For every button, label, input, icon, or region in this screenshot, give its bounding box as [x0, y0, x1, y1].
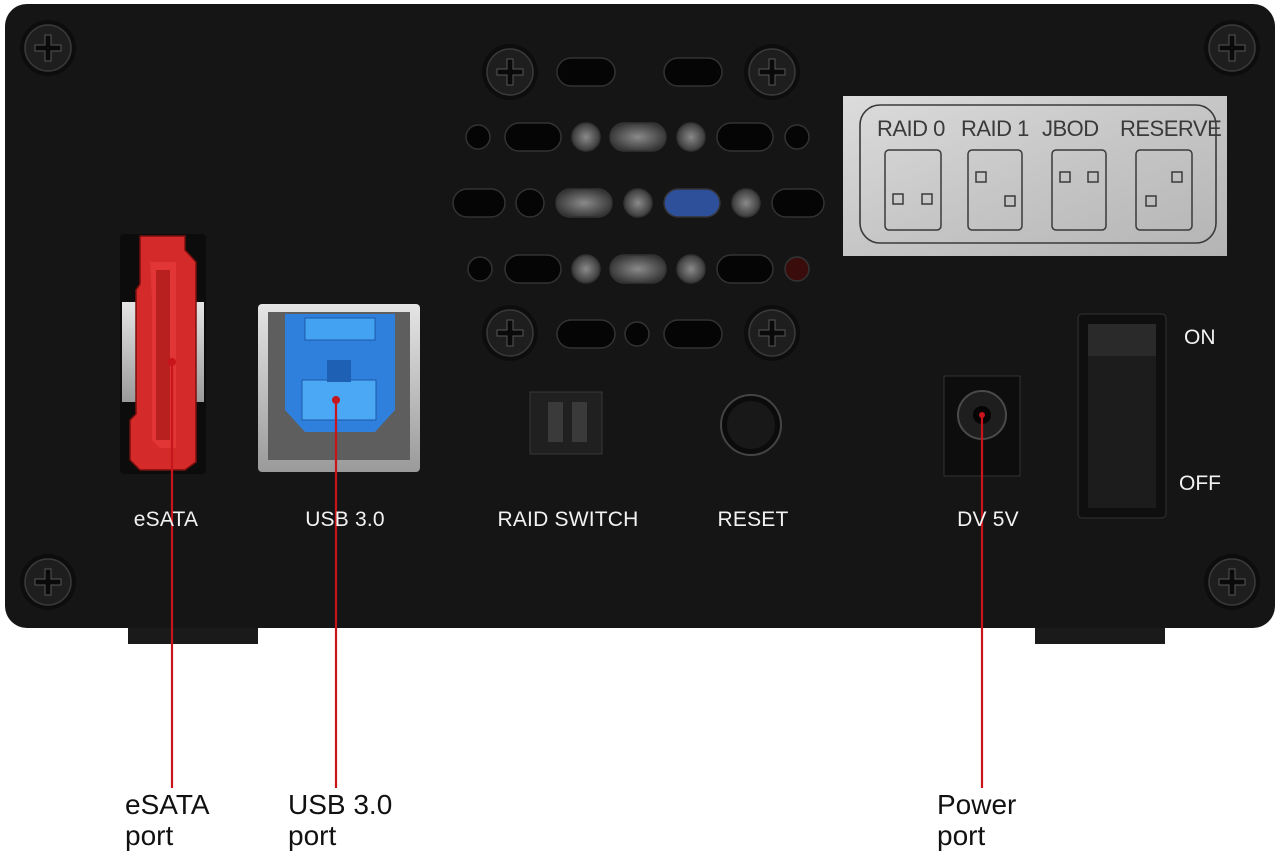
power-port-callout: Power port [937, 789, 1016, 851]
vent-grille [452, 57, 825, 349]
raid-mode-label: JBOD [1042, 116, 1099, 141]
callout-line-1: USB 3.0 [288, 789, 393, 820]
esata-label: eSATA [133, 508, 199, 531]
reset-button [720, 394, 782, 456]
raid-mode-label: RAID 0 [877, 116, 945, 141]
usb-label: USB 3.0 [305, 508, 385, 531]
screw-icon [19, 553, 77, 611]
raid-mode-label: RAID 1 [961, 116, 1029, 141]
usb-port-callout: USB 3.0 port [288, 789, 392, 851]
raid-mode-label: RESERVE [1120, 116, 1222, 141]
reset-label: RESET [717, 508, 789, 531]
esata-port [120, 234, 206, 474]
callout-line-2: port [937, 820, 986, 851]
screw-icon [1203, 19, 1261, 77]
switch-off-label: OFF [1179, 472, 1221, 495]
raid-mode-sticker [843, 96, 1227, 256]
callout-line-1: eSATA [125, 789, 210, 820]
screw-icon [743, 43, 801, 101]
raid-switch-label: RAID SWITCH [497, 508, 639, 531]
screw-icon [481, 43, 539, 101]
callout-line-1: Power [937, 789, 1017, 820]
raid-dip-switch [529, 391, 603, 455]
screw-icon [1203, 553, 1261, 611]
power-label: DV 5V [957, 508, 1019, 531]
screw-icon [743, 304, 801, 362]
callout-line-2: port [125, 820, 174, 851]
callout-lines [170, 362, 984, 788]
screw-icon [481, 304, 539, 362]
power-rocker-switch [1077, 313, 1167, 519]
usb-port [258, 304, 420, 472]
screw-icon [19, 19, 77, 77]
switch-on-label: ON [1184, 326, 1216, 349]
esata-port-callout: eSATA port [125, 789, 210, 851]
callout-line-2: port [288, 820, 337, 851]
